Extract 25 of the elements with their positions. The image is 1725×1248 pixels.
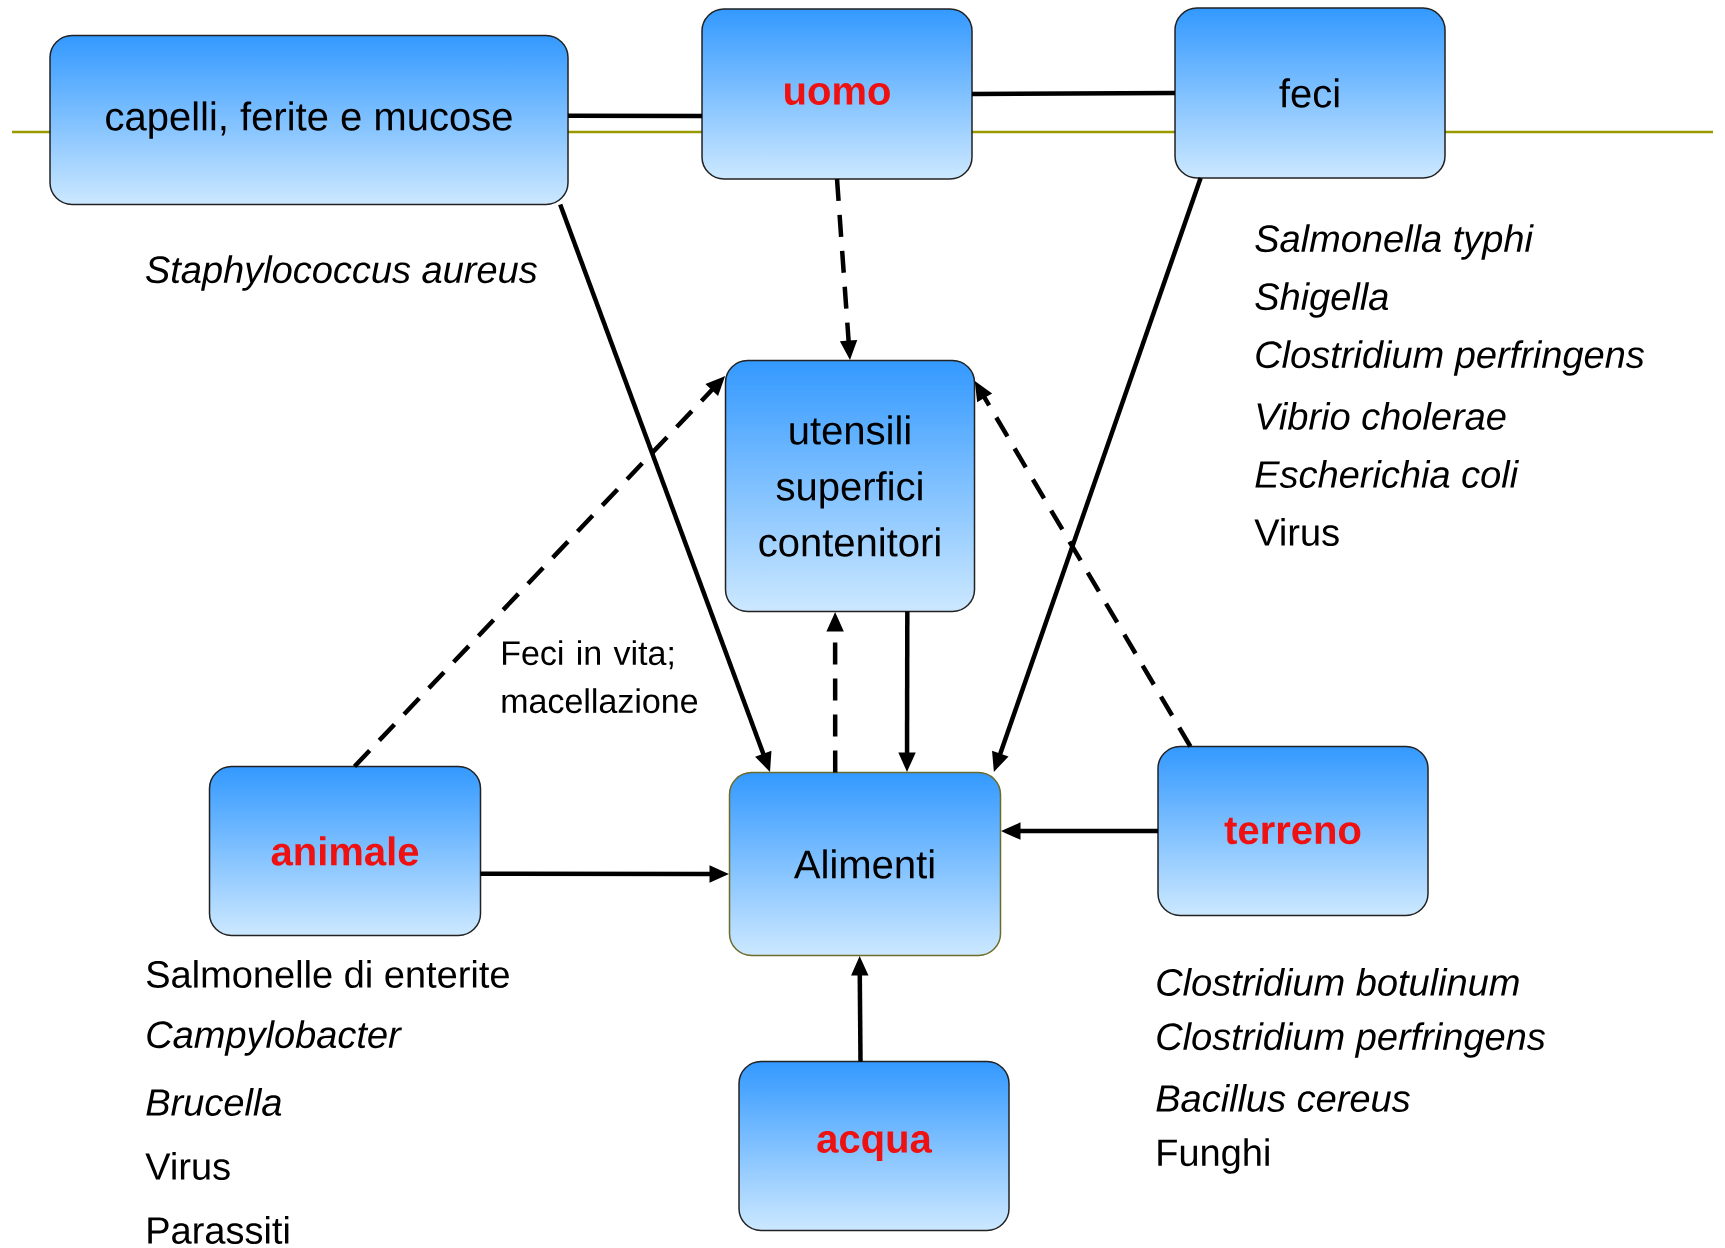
species-name: Escherichia coli (1255, 460, 1519, 488)
species-name: Parassiti (148, 1216, 289, 1244)
species-name: Brucella (146, 1088, 282, 1116)
rounded-box: uomo (701, 8, 973, 180)
rounded-box: Alimenti (728, 771, 1002, 957)
species-name: Salmonella typhi (1255, 224, 1534, 260)
rounded-box: capelli, ferite e mucose (49, 34, 569, 206)
species-name: Virus (1254, 518, 1339, 546)
species-name: Bacillus cereus (1156, 1084, 1410, 1112)
species-name: Campylobacter (147, 1020, 402, 1056)
rounded-box: utensili superfici contenitori (724, 359, 976, 613)
species-name: Vibrio cholerae (1257, 402, 1506, 430)
rounded-box: feci (1174, 7, 1446, 179)
rounded-box: terreno (1157, 745, 1429, 917)
species-name: Clostridium botulinum (1157, 968, 1519, 996)
species-name: Staphylococcus aureus (146, 255, 537, 291)
rounded-box: acqua (738, 1060, 1010, 1232)
species-name: Clostridium perfringens (1256, 340, 1645, 376)
species-name: Salmonelle di enterite (146, 960, 509, 988)
rounded-box: animale (208, 765, 482, 937)
species-name: Shigella (1255, 282, 1389, 318)
species-name: Funghi (1158, 1138, 1269, 1174)
note-text: Feci in vita; macellazione (502, 640, 698, 714)
species-name: Virus (145, 1152, 230, 1180)
species-name: Clostridium perfringens (1157, 1022, 1546, 1058)
